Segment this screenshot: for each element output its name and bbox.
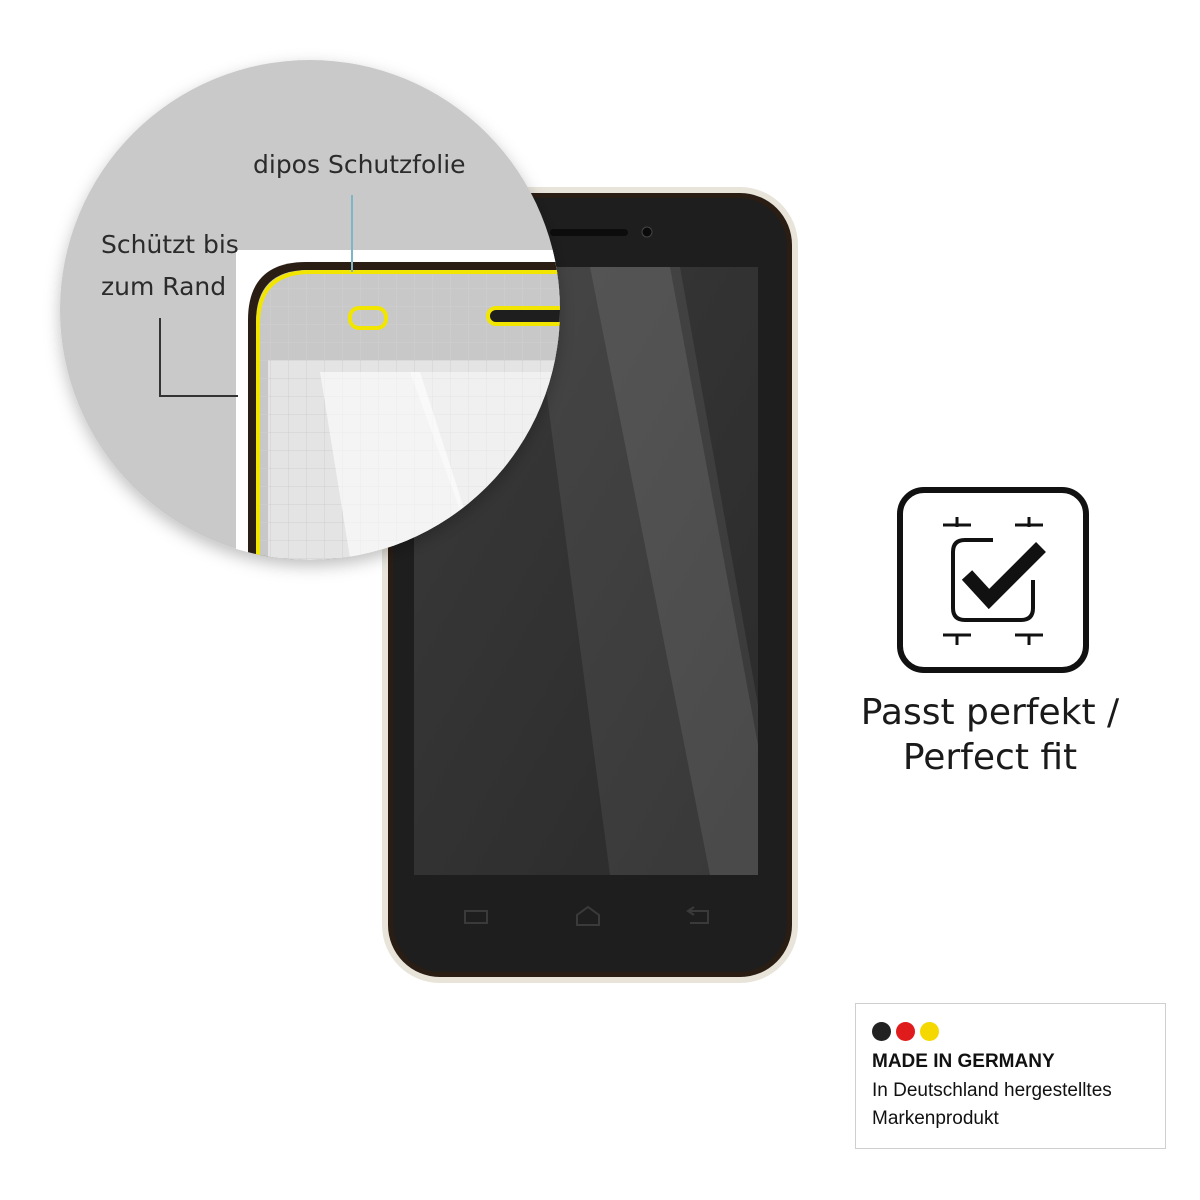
earpiece bbox=[550, 229, 628, 236]
badge-text-line1: In Deutschland hergestelltes bbox=[872, 1080, 1112, 1101]
checkmark-frame-icon bbox=[897, 487, 1089, 673]
front-camera bbox=[641, 226, 653, 238]
flag-dot-black bbox=[872, 1022, 891, 1041]
home-key-icon bbox=[576, 905, 600, 926]
magnified-earpiece bbox=[486, 306, 560, 326]
magnifier-lens bbox=[60, 60, 560, 560]
badge-title: MADE IN GERMANY bbox=[872, 1051, 1055, 1072]
menu-key-icon bbox=[464, 910, 488, 924]
magnified-camera-icon bbox=[348, 306, 388, 330]
badge-text-line2: Markenprodukt bbox=[872, 1108, 999, 1129]
perfect-fit-line2: Perfect fit bbox=[902, 737, 1078, 778]
perfect-fit-caption: Passt perfekt / Perfect fit bbox=[840, 690, 1140, 780]
perfect-fit-line1: Passt perfekt / bbox=[860, 692, 1120, 733]
flag-dot-red bbox=[896, 1022, 915, 1041]
edge-protection-label: Schützt bis zum Rand bbox=[101, 230, 239, 301]
protective-film-label: dipos Schutzfolie bbox=[253, 150, 466, 179]
flag-dot-gold bbox=[920, 1022, 939, 1041]
back-key-icon bbox=[686, 906, 709, 924]
made-in-germany-badge: MADE IN GERMANY In Deutschland hergestel… bbox=[855, 1003, 1166, 1149]
